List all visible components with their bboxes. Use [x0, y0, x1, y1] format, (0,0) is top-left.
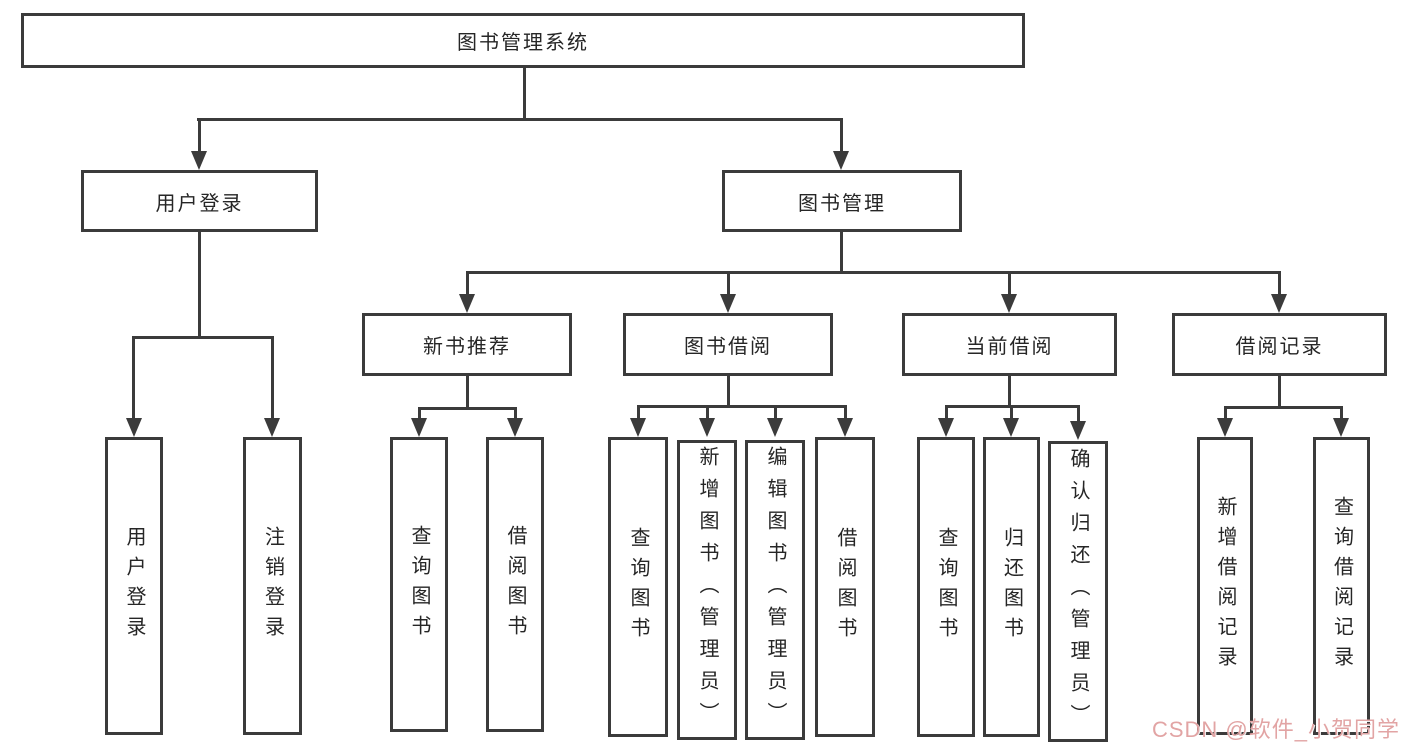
edge-current-c2: [1010, 405, 1013, 421]
edge-borrow-c3: [774, 405, 777, 421]
edge-to-borrow-records: [1278, 271, 1281, 297]
edge-to-book-borrow: [727, 271, 730, 297]
leaf-user-login-label: 用户登录: [123, 526, 145, 646]
leaf-borrow-books-1: 借阅图书: [486, 437, 544, 732]
edge-current-stub: [1008, 376, 1011, 407]
edge-borrow-rail: [637, 405, 846, 408]
arrow-records-c1: [1217, 418, 1233, 437]
edge-borrow-c2: [706, 405, 709, 421]
edge-current-c1: [945, 405, 948, 421]
leaf-query-books-3-label: 查询图书: [935, 527, 957, 647]
edge-records-rail: [1224, 406, 1342, 409]
leaf-borrow-books-2: 借阅图书: [815, 437, 875, 737]
leaf-return-books-label: 归还图书: [1000, 527, 1023, 647]
arrow-current-c1: [938, 418, 954, 437]
leaf-add-book-admin-label: 新增图书（管理员）: [696, 446, 718, 734]
edge-current-c3: [1077, 405, 1080, 421]
arrow-to-borrow-records: [1271, 294, 1287, 313]
watermark: CSDN @软件_小贺同学: [1151, 717, 1400, 742]
edge-to-logout-leaf: [271, 336, 274, 420]
arrow-borrow-c3: [767, 418, 783, 437]
node-user-login: 用户登录: [81, 170, 318, 232]
leaf-add-borrow-record-label: 新增借阅记录: [1214, 496, 1236, 676]
leaf-borrow-books-2-label: 借阅图书: [834, 527, 856, 647]
leaf-add-book-admin: 新增图书（管理员）: [677, 440, 737, 740]
leaf-logout: 注销登录: [243, 437, 302, 735]
leaf-edit-book-admin-label: 编辑图书（管理员）: [764, 446, 786, 734]
leaf-query-books-1-label: 查询图书: [408, 524, 430, 645]
leaf-logout-label: 注销登录: [261, 526, 284, 646]
leaf-return-books: 归还图书: [983, 437, 1040, 737]
leaf-query-borrow-record-label: 查询借阅记录: [1330, 496, 1353, 676]
node-current-borrow: 当前借阅: [902, 313, 1117, 376]
edge-to-current-borrow: [1008, 271, 1011, 297]
leaf-borrow-books-1-label: 借阅图书: [504, 524, 526, 645]
leaf-user-login: 用户登录: [105, 437, 163, 735]
edge-newbook-c2: [514, 407, 517, 421]
edge-records-c2: [1340, 406, 1343, 419]
leaf-edit-book-admin: 编辑图书（管理员）: [745, 440, 805, 740]
leaf-query-books-3: 查询图书: [917, 437, 975, 737]
edge-level2-rail: [466, 271, 1281, 274]
node-book-mgmt: 图书管理: [722, 170, 962, 232]
arrow-current-c3: [1070, 421, 1086, 440]
node-root: 图书管理系统: [21, 13, 1025, 68]
edge-records-c1: [1224, 406, 1227, 419]
arrow-current-c2: [1003, 418, 1019, 437]
arrow-to-login-leaf: [126, 418, 142, 437]
leaf-add-borrow-record: 新增借阅记录: [1197, 437, 1253, 735]
edge-newbook-rail: [418, 407, 517, 410]
leaf-confirm-return-admin: 确认归还（管理员）: [1048, 441, 1108, 742]
edge-borrow-c1: [637, 405, 640, 421]
edge-newbook-c1: [418, 407, 421, 421]
node-new-book-recommend: 新书推荐: [362, 313, 572, 376]
arrow-borrow-c4: [837, 418, 853, 437]
arrow-borrow-c1: [630, 418, 646, 437]
edge-newbook-stub: [466, 376, 469, 409]
leaf-confirm-return-admin-label: 确认归还（管理员）: [1067, 447, 1089, 736]
arrow-newbook-c1: [411, 418, 427, 437]
arrow-to-current-borrow: [1001, 294, 1017, 313]
edge-to-book-mgmt: [840, 118, 843, 154]
arrow-to-logout-leaf: [264, 418, 280, 437]
arrow-to-user-login: [191, 151, 207, 170]
arrow-newbook-c2: [507, 418, 523, 437]
edge-mgmt-stub: [840, 232, 843, 273]
arrow-to-book-borrow: [720, 294, 736, 313]
edge-login-rail: [133, 336, 274, 339]
leaf-query-borrow-record: 查询借阅记录: [1313, 437, 1370, 735]
arrow-to-new-book: [459, 294, 475, 313]
leaf-query-books-1: 查询图书: [390, 437, 448, 732]
edge-to-new-book: [466, 271, 469, 297]
arrow-borrow-c2: [699, 418, 715, 437]
edge-records-stub: [1278, 376, 1281, 408]
edge-login-stub: [198, 232, 201, 338]
arrow-to-book-mgmt: [833, 151, 849, 170]
leaf-query-books-2: 查询图书: [608, 437, 668, 737]
edge-root-stub: [523, 67, 526, 120]
edge-level1-rail: [197, 118, 843, 121]
edge-borrow-stub: [727, 376, 730, 407]
leaf-query-books-2-label: 查询图书: [627, 527, 649, 647]
edge-to-user-login: [198, 118, 201, 154]
node-book-borrow: 图书借阅: [623, 313, 833, 376]
edge-borrow-c4: [844, 405, 847, 421]
edge-to-login-leaf: [132, 336, 135, 420]
arrow-records-c2: [1333, 418, 1349, 437]
node-borrow-records: 借阅记录: [1172, 313, 1387, 376]
